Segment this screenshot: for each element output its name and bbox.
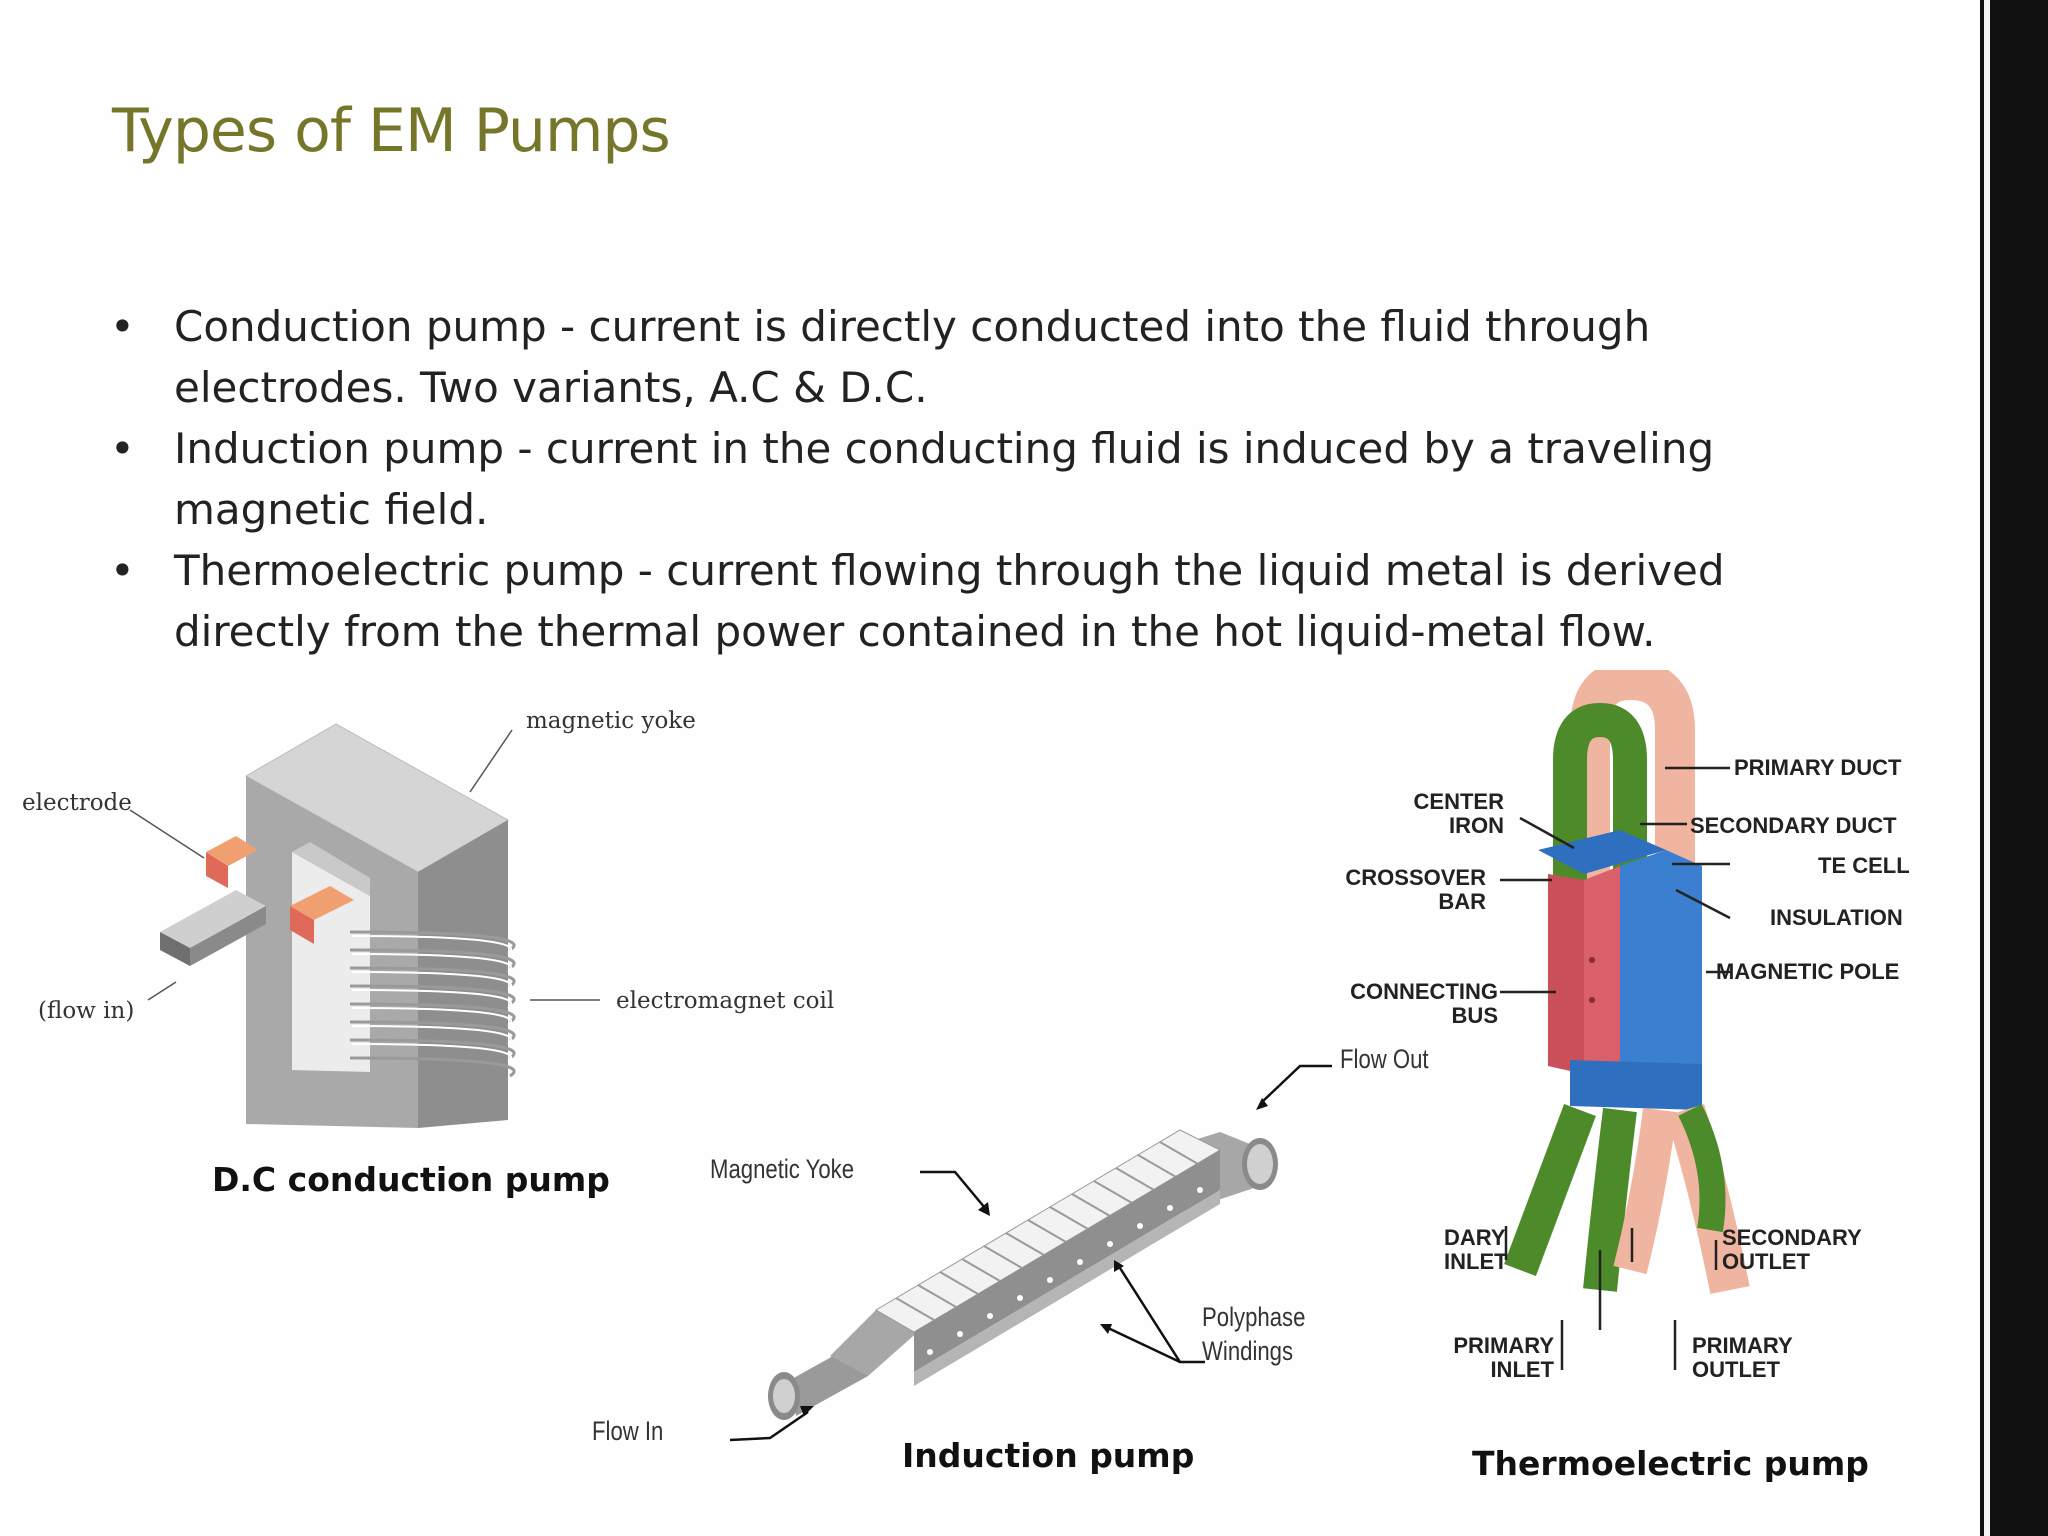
te-label-connecting: CONNECTING xyxy=(1350,979,1498,1004)
dc-label-electrode: electrode xyxy=(22,790,132,816)
te-label-secondary-inlet-2: INLET xyxy=(1444,1249,1508,1274)
te-label-te-cell: TE CELL xyxy=(1818,853,1910,878)
te-label-primary-inlet: PRIMARY xyxy=(1453,1333,1554,1358)
bullet-thermoelectric: • Thermoelectric pump - current flowing t… xyxy=(108,540,1748,662)
te-label-secondary-outlet-2: OUTLET xyxy=(1722,1249,1810,1274)
induction-label-flow-out: Flow Out xyxy=(1340,1044,1429,1074)
bullet-induction: • Induction pump - current in the conduct… xyxy=(108,418,1748,540)
induction-label-magnetic-yoke: Magnetic Yoke xyxy=(710,1154,855,1184)
induction-label-polyphase: Polyphase xyxy=(1202,1302,1306,1332)
dc-label-flow-in: (flow in) xyxy=(38,998,135,1024)
dc-pump-diagram xyxy=(129,723,600,1128)
slide-title: Types of EM Pumps xyxy=(112,96,671,166)
dc-label-electromagnet-coil: electromagnet coil xyxy=(616,988,835,1014)
te-label-primary-outlet: PRIMARY xyxy=(1692,1333,1793,1358)
te-label-insulation: INSULATION xyxy=(1770,905,1903,930)
dc-caption: D.C conduction pump xyxy=(212,1160,610,1199)
te-label-primary-outlet-2: OUTLET xyxy=(1692,1357,1780,1382)
te-label-bar: BAR xyxy=(1438,889,1486,914)
te-label-secondary-duct: SECONDARY DUCT xyxy=(1690,813,1897,838)
te-label-iron: IRON xyxy=(1449,813,1504,838)
induction-label-windings: Windings xyxy=(1202,1336,1294,1366)
te-label-magnetic-pole: MAGNETIC POLE xyxy=(1716,959,1900,984)
bullet-dot: • xyxy=(110,424,135,473)
te-label-crossover: CROSSOVER xyxy=(1345,865,1486,890)
bullet-dot: • xyxy=(110,546,135,595)
dc-label-magnetic-yoke: magnetic yoke xyxy=(526,708,696,734)
te-label-secondary-inlet: DARY xyxy=(1444,1225,1506,1250)
thermoelectric-caption: Thermoelectric pump xyxy=(1472,1444,1869,1483)
te-label-primary-inlet-2: INLET xyxy=(1490,1357,1554,1382)
te-label-secondary-outlet: SECONDARY xyxy=(1722,1225,1862,1250)
te-label-center: CENTER xyxy=(1413,789,1504,814)
slide-edge-border xyxy=(1980,0,2048,1536)
thermoelectric-pump-diagram xyxy=(1500,670,1750,1370)
induction-pump-diagram xyxy=(729,1064,1332,1442)
induction-label-flow-in: Flow In xyxy=(592,1416,664,1446)
bullet-text: Conduction pump - current is directly co… xyxy=(174,302,1651,412)
bullet-text: Thermoelectric pump - current flowing th… xyxy=(174,546,1725,656)
te-label-bus: BUS xyxy=(1451,1003,1498,1028)
bullet-conduction: • Conduction pump - current is directly c… xyxy=(108,296,1748,418)
induction-caption: Induction pump xyxy=(902,1436,1195,1475)
te-label-primary-duct: PRIMARY DUCT xyxy=(1734,755,1902,780)
bullet-dot: • xyxy=(110,302,135,351)
slide-edge-stripe xyxy=(1984,0,1990,1536)
bullet-text: Induction pump - current in the conducti… xyxy=(174,424,1715,534)
induction-laminations xyxy=(895,1141,1199,1321)
bullet-list: • Conduction pump - current is directly c… xyxy=(108,296,1748,662)
